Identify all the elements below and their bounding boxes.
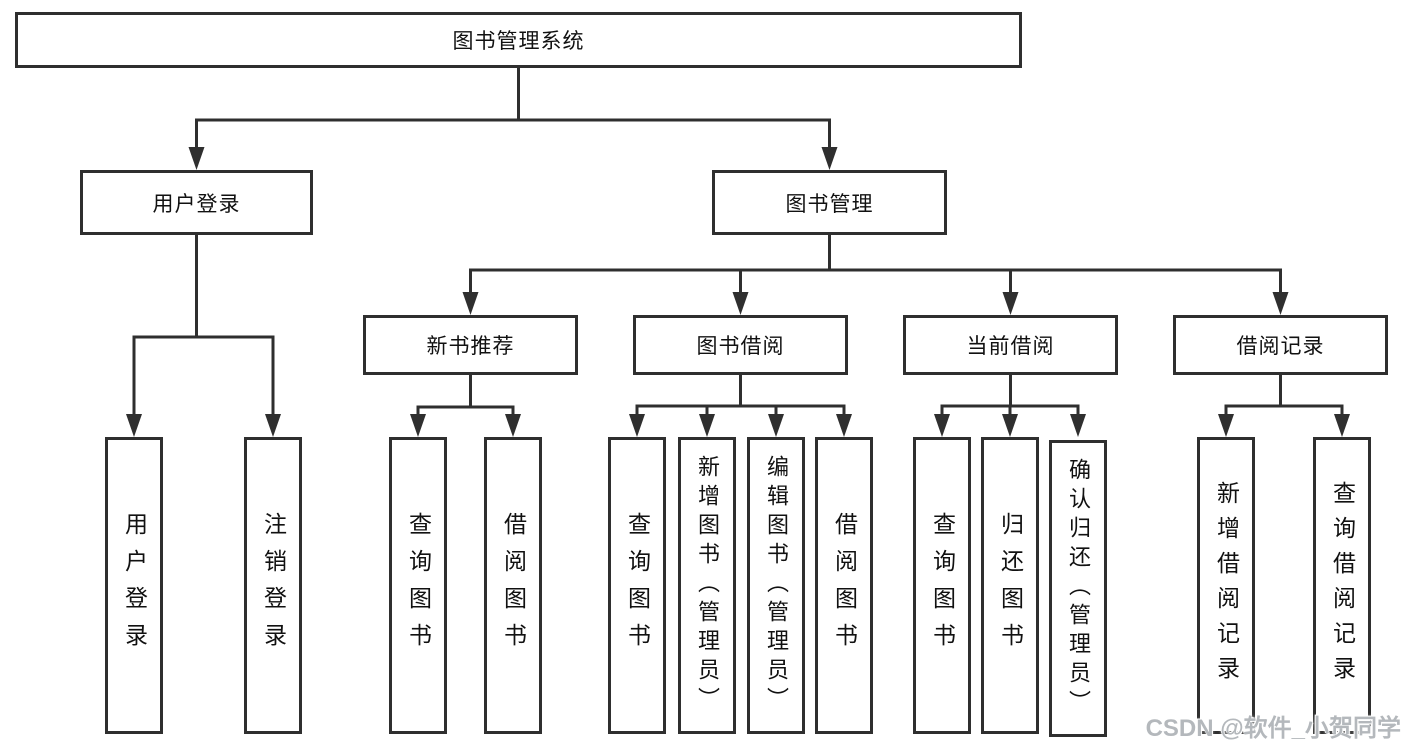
node-label: 用户登录 [152, 192, 241, 216]
node-cb-return-books: 归还图书 [981, 437, 1039, 734]
node-user-login-branch: 用户登录 [80, 170, 313, 235]
node-label: 借阅图书 [831, 511, 858, 660]
node-bb-add-book-admin: 新增图书（管理员） [678, 437, 736, 734]
node-label: 图书管理 [785, 192, 874, 216]
node-label: 借阅图书 [500, 511, 527, 660]
node-bb-edit-book-admin: 编辑图书（管理员） [747, 437, 805, 734]
node-borrow-records: 借阅记录 [1173, 315, 1388, 375]
node-label: 新增借阅记录 [1213, 480, 1240, 691]
node-book-borrow: 图书借阅 [633, 315, 848, 375]
node-book-management: 图书管理 [712, 170, 947, 235]
node-bb-borrow-books: 借阅图书 [815, 437, 873, 734]
node-bb-query-books: 查询图书 [608, 437, 666, 734]
node-label: 查询借阅记录 [1329, 480, 1356, 691]
node-label: 查询图书 [624, 511, 651, 660]
node-current-borrow: 当前借阅 [903, 315, 1118, 375]
node-label: 归还图书 [997, 511, 1024, 660]
node-label: 确认归还（管理员） [1066, 458, 1091, 719]
watermark: CSDN @软件_小贺同学 [1145, 715, 1401, 742]
node-label: 注销登录 [260, 511, 287, 660]
node-root: 图书管理系统 [15, 12, 1022, 68]
node-label: 用户登录 [121, 511, 148, 660]
node-cb-confirm-return-admin: 确认归还（管理员） [1049, 440, 1107, 737]
node-label: 编辑图书（管理员） [764, 455, 789, 716]
node-label: 查询图书 [929, 511, 956, 660]
node-label: 图书借阅 [696, 335, 785, 358]
node-label: 图书管理系统 [452, 30, 585, 53]
node-label: 新书推荐 [426, 335, 515, 358]
node-user-login-leaf: 用户登录 [105, 437, 163, 734]
node-new-book-recommend: 新书推荐 [363, 315, 578, 375]
node-nbr-query-books: 查询图书 [389, 437, 447, 734]
node-logout: 注销登录 [244, 437, 302, 734]
node-br-add-record: 新增借阅记录 [1197, 437, 1255, 734]
node-cb-query-books: 查询图书 [913, 437, 971, 734]
node-br-query-record: 查询借阅记录 [1313, 437, 1371, 734]
node-label: 当前借阅 [966, 335, 1055, 358]
node-nbr-borrow-books: 借阅图书 [484, 437, 542, 734]
node-label: 新增图书（管理员） [695, 455, 720, 716]
node-label: 查询图书 [405, 511, 432, 660]
node-label: 借阅记录 [1236, 335, 1325, 358]
